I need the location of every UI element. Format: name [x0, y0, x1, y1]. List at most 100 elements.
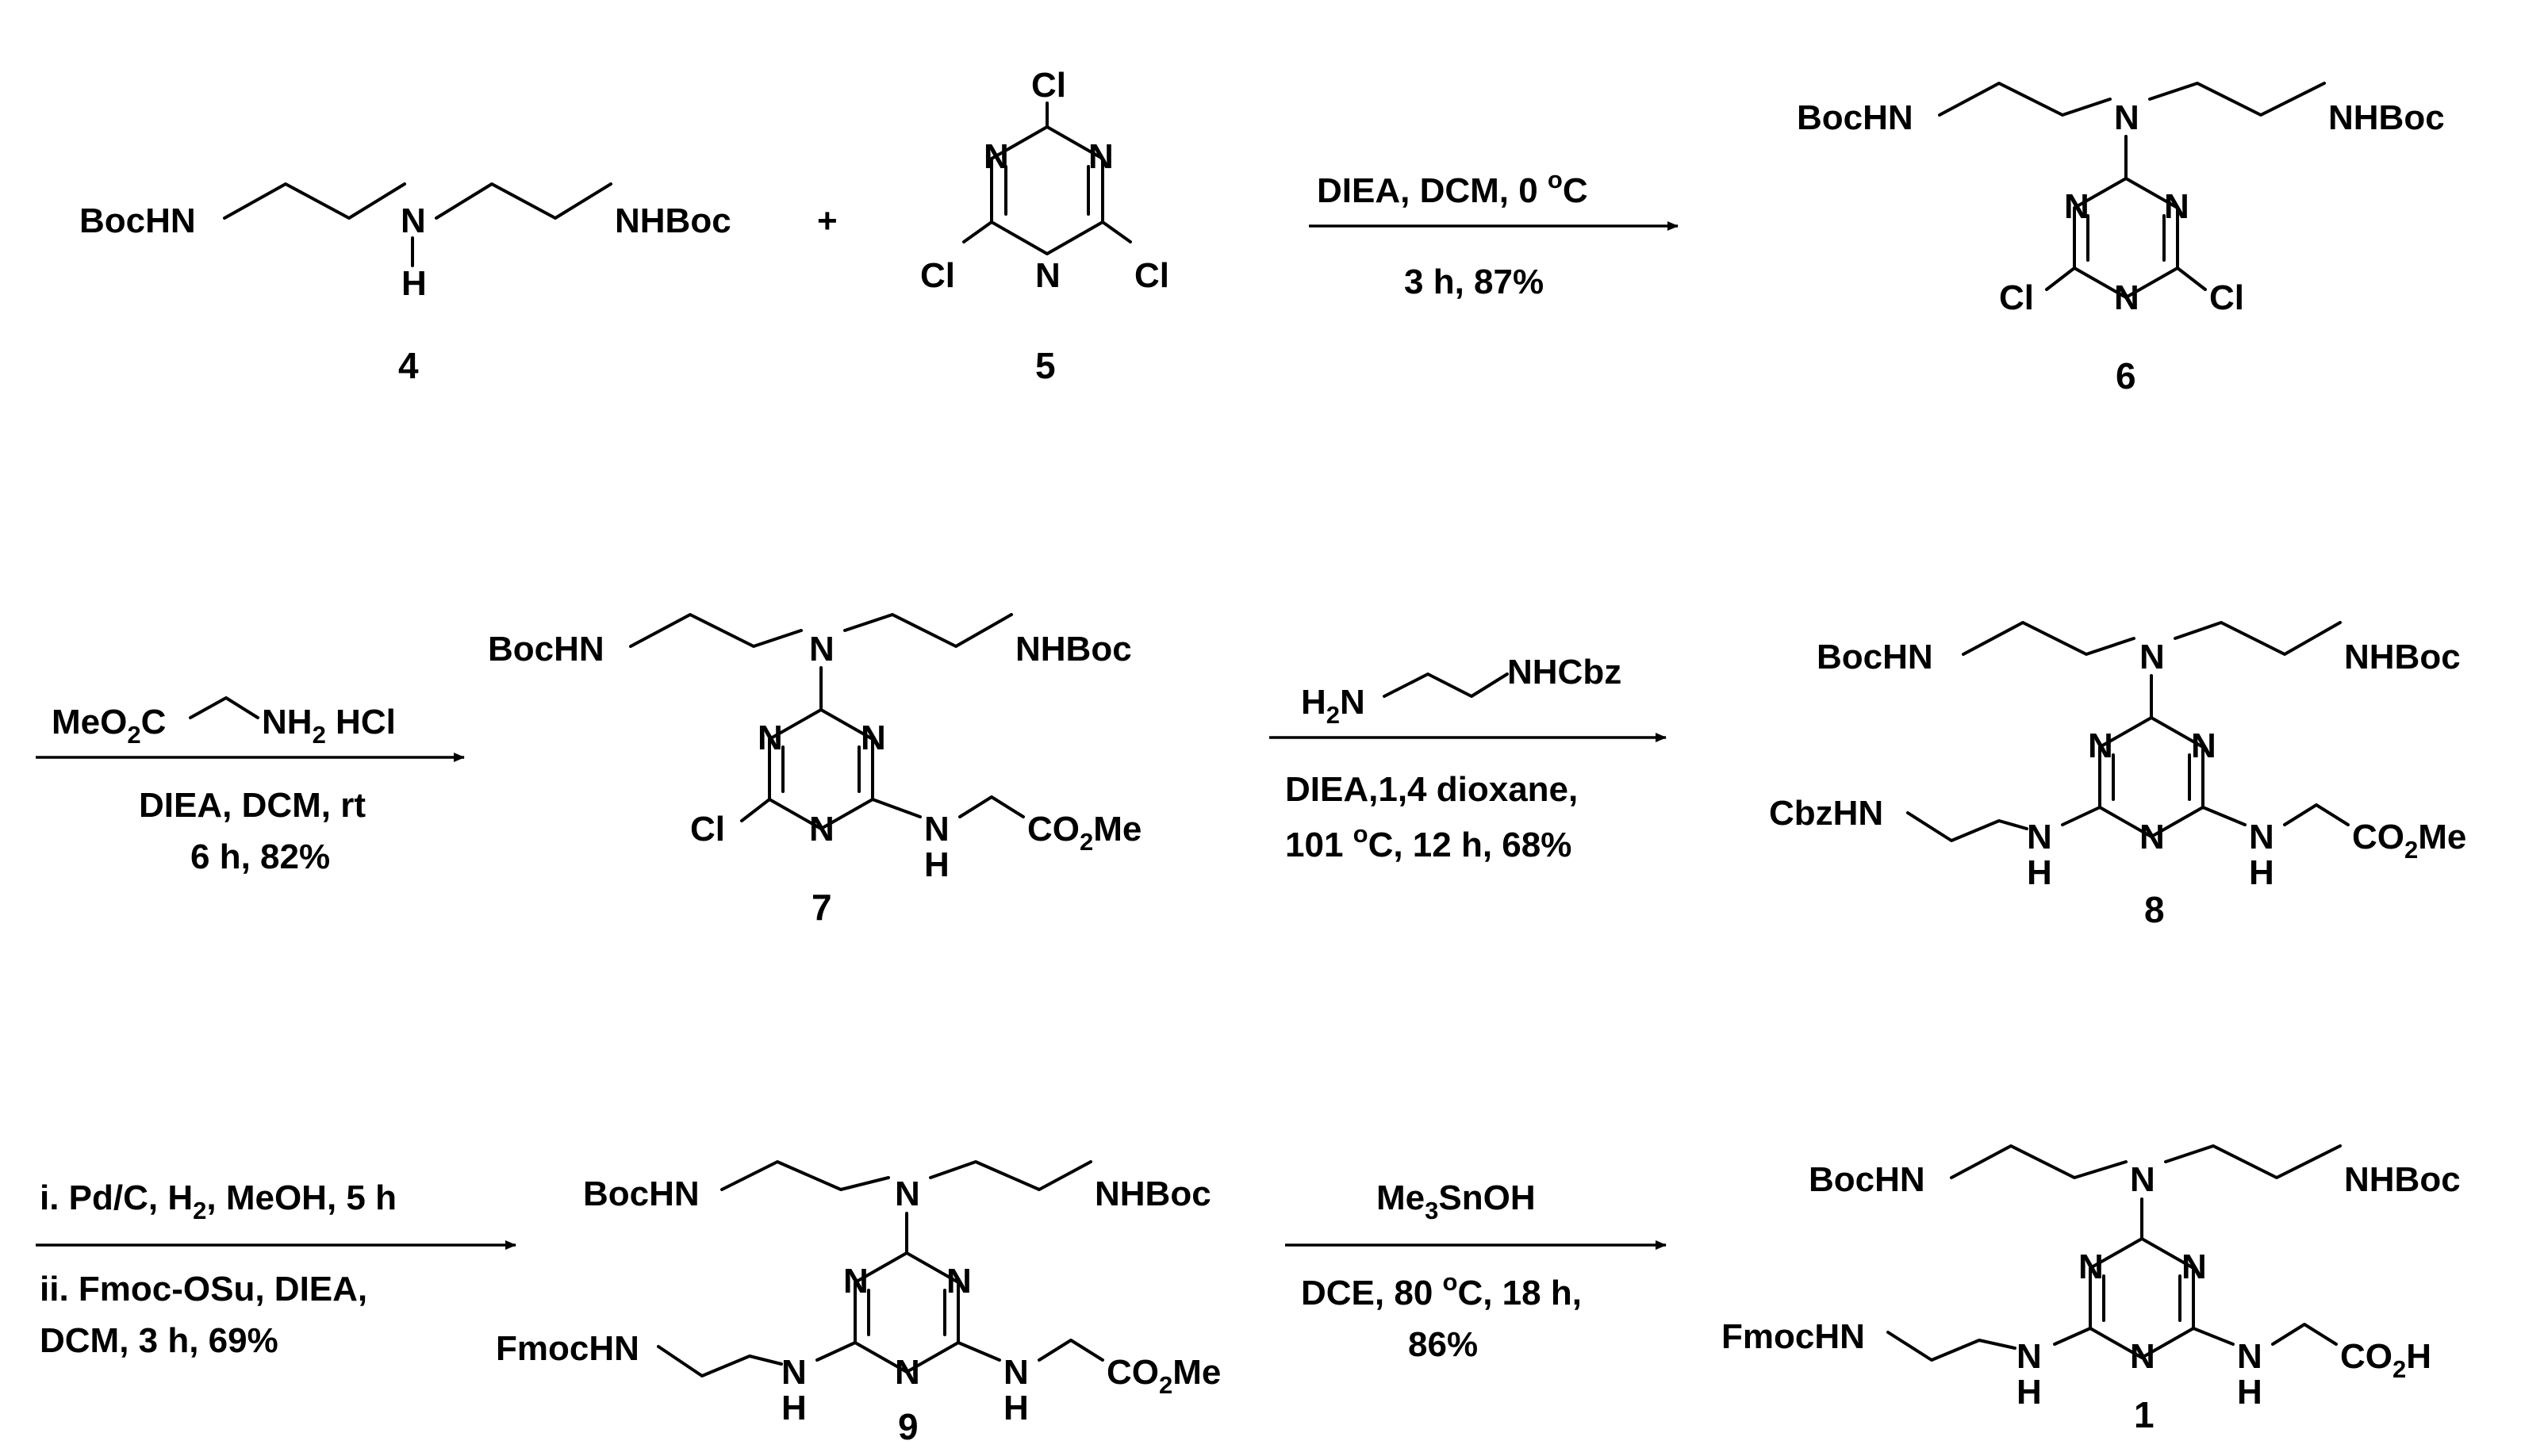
compound-9-nh-right: N — [1003, 1353, 1029, 1392]
step-4-conditions-i: i. Pd/C, H2, MeOH, 5 h — [40, 1178, 397, 1224]
compound-8: BocHN N NHBoc N N N CbzHN N H N H CO2Me … — [1769, 621, 2466, 930]
compound-1-n-bottom: N — [2130, 1337, 2155, 1376]
compound-6-bochn: BocHN — [1797, 98, 1913, 137]
compound-4: BocHN N H NHBoc 4 — [79, 182, 731, 386]
reaction-step-3: H2N NHCbz DIEA,1,4 dioxane, 101 oC, 12 h… — [1269, 653, 1667, 864]
compound-8-n-left: N — [2088, 726, 2113, 765]
compound-4-bochn: BocHN — [79, 201, 196, 240]
step-3-reagent-amine: H2N — [1301, 683, 1365, 729]
step-1-time-yield: 3 h, 87% — [1404, 262, 1544, 301]
compound-7-nh: N — [924, 810, 950, 849]
compound-1-n-left: N — [2078, 1247, 2104, 1286]
compound-7-nh-h: H — [924, 845, 950, 884]
compound-6-cl-left: Cl — [1999, 278, 2034, 317]
compound-9-nhboc: NHBoc — [1095, 1174, 1211, 1213]
reaction-step-4: i. Pd/C, H2, MeOH, 5 h ii. Fmoc-OSu, DIE… — [36, 1178, 516, 1360]
compound-4-nh: N — [401, 201, 426, 240]
compound-1-bochn: BocHN — [1809, 1160, 1925, 1199]
compound-9-number: 9 — [898, 1406, 919, 1447]
compound-5-number: 5 — [1035, 345, 1056, 386]
compound-4-number: 4 — [398, 345, 419, 386]
compound-6-cl-right: Cl — [2209, 278, 2244, 317]
compound-7-bochn: BocHN — [488, 630, 604, 669]
compound-1-nhboc: NHBoc — [2344, 1160, 2461, 1199]
compound-6-nhboc: NHBoc — [2328, 98, 2445, 137]
compound-8-n-center: N — [2139, 638, 2165, 676]
compound-5-n-bottom: N — [1035, 256, 1061, 295]
compound-1-n-right: N — [2181, 1247, 2207, 1286]
reaction-step-5: Me3SnOH DCE, 80 oC, 18 h, 86% — [1285, 1178, 1667, 1364]
step-3-temp-time-yield: 101 oC, 12 h, 68% — [1285, 820, 1571, 864]
compound-5-n-right: N — [1088, 137, 1114, 176]
step-1-conditions: DIEA, DCM, 0 oC — [1317, 166, 1588, 210]
compound-8-cbzhn: CbzHN — [1769, 794, 1883, 833]
compound-1-fmochn: FmocHN — [1721, 1317, 1865, 1356]
compound-8-bochn: BocHN — [1817, 638, 1933, 676]
compound-8-n-bottom: N — [2139, 818, 2165, 856]
compound-8-ester: CO2Me — [2352, 818, 2466, 864]
compound-9-bochn: BocHN — [583, 1174, 700, 1213]
compound-1-number: 1 — [2134, 1394, 2155, 1435]
step-3-reagent-cbz: NHCbz — [1507, 653, 1621, 692]
compound-1-nh-left-h: H — [2016, 1373, 2042, 1412]
compound-5-cl-right: Cl — [1134, 256, 1169, 295]
step-4-conditions-ii: ii. Fmoc-OSu, DIEA, — [40, 1270, 367, 1308]
compound-8-n-right: N — [2191, 726, 2216, 765]
compound-7-nhboc: NHBoc — [1015, 630, 1132, 669]
compound-9: BocHN N NHBoc N N N FmocHN N H N H CO2Me… — [496, 1160, 1221, 1447]
compound-6-n-bottom: N — [2114, 278, 2139, 317]
compound-9-nh-right-h: H — [1003, 1389, 1029, 1427]
compound-6: BocHN N NHBoc N N N Cl Cl 6 — [1797, 82, 2445, 397]
compound-5-cl-left: Cl — [920, 256, 955, 295]
compound-4-h: H — [401, 264, 427, 303]
step-3-conditions: DIEA,1,4 dioxane, — [1285, 770, 1578, 809]
compound-7-ester: CO2Me — [1027, 810, 1142, 856]
step-2-time-yield: 6 h, 82% — [190, 837, 330, 876]
compound-6-n-right: N — [2164, 187, 2189, 226]
compound-9-n-center: N — [895, 1174, 920, 1213]
compound-8-nh-right-h: H — [2249, 853, 2274, 892]
compound-9-nh-left-h: H — [781, 1389, 807, 1427]
compound-9-n-right: N — [946, 1262, 972, 1301]
compound-5: Cl N N N Cl Cl 5 — [920, 66, 1169, 386]
compound-1: BocHN N NHBoc N N N FmocHN N H N H CO2H … — [1721, 1144, 2461, 1435]
compound-4-right-chain — [435, 182, 612, 220]
compound-6-n-left: N — [2064, 187, 2089, 226]
compound-7-n-center: N — [809, 630, 835, 669]
step-2-reagent-amine: NH2 HCl — [262, 703, 396, 749]
compound-7-n-right: N — [861, 718, 886, 757]
step-2-conditions: DIEA, DCM, rt — [139, 786, 366, 825]
compound-6-number: 6 — [2116, 355, 2136, 397]
compound-4-nhboc: NHBoc — [615, 201, 731, 240]
compound-9-n-bottom: N — [895, 1353, 920, 1392]
compound-7-n-bottom: N — [809, 810, 835, 849]
compound-7-number: 7 — [812, 887, 832, 928]
compound-8-nh-left-h: H — [2027, 853, 2052, 892]
compound-1-nh-right: N — [2237, 1337, 2262, 1376]
reaction-step-2: MeO2C NH2 HCl DIEA, DCM, rt 6 h, 82% — [36, 696, 465, 876]
plus-sign: + — [817, 201, 838, 240]
compound-8-nhboc: NHBoc — [2344, 638, 2461, 676]
compound-1-n-center: N — [2130, 1160, 2155, 1199]
compound-9-nh-left: N — [781, 1353, 807, 1392]
compound-1-nh-right-h: H — [2237, 1373, 2262, 1412]
compound-8-nh-left: N — [2027, 818, 2052, 856]
compound-5-cl-top: Cl — [1031, 66, 1066, 105]
compound-7-n-left: N — [758, 718, 783, 757]
compound-9-fmochn: FmocHN — [496, 1329, 639, 1368]
compound-1-nh-left: N — [2016, 1337, 2042, 1376]
step-4-time-yield: DCM, 3 h, 69% — [40, 1321, 278, 1360]
compound-1-acid: CO2H — [2340, 1337, 2431, 1383]
compound-9-n-left: N — [843, 1262, 869, 1301]
compound-5-n-left: N — [984, 137, 1009, 176]
compound-4-left-chain — [223, 182, 406, 220]
compound-8-nh-right: N — [2249, 818, 2274, 856]
compound-7-cl: Cl — [690, 810, 725, 849]
compound-7: BocHN N NHBoc N N N Cl N H CO2Me 7 — [488, 613, 1142, 928]
compound-6-n-center: N — [2114, 98, 2139, 137]
reaction-step-1: DIEA, DCM, 0 oC 3 h, 87% — [1309, 166, 1679, 301]
step-5-conditions: DCE, 80 oC, 18 h, — [1301, 1268, 1582, 1312]
step-5-reagent: Me3SnOH — [1376, 1178, 1536, 1224]
step-5-yield: 86% — [1408, 1325, 1478, 1364]
